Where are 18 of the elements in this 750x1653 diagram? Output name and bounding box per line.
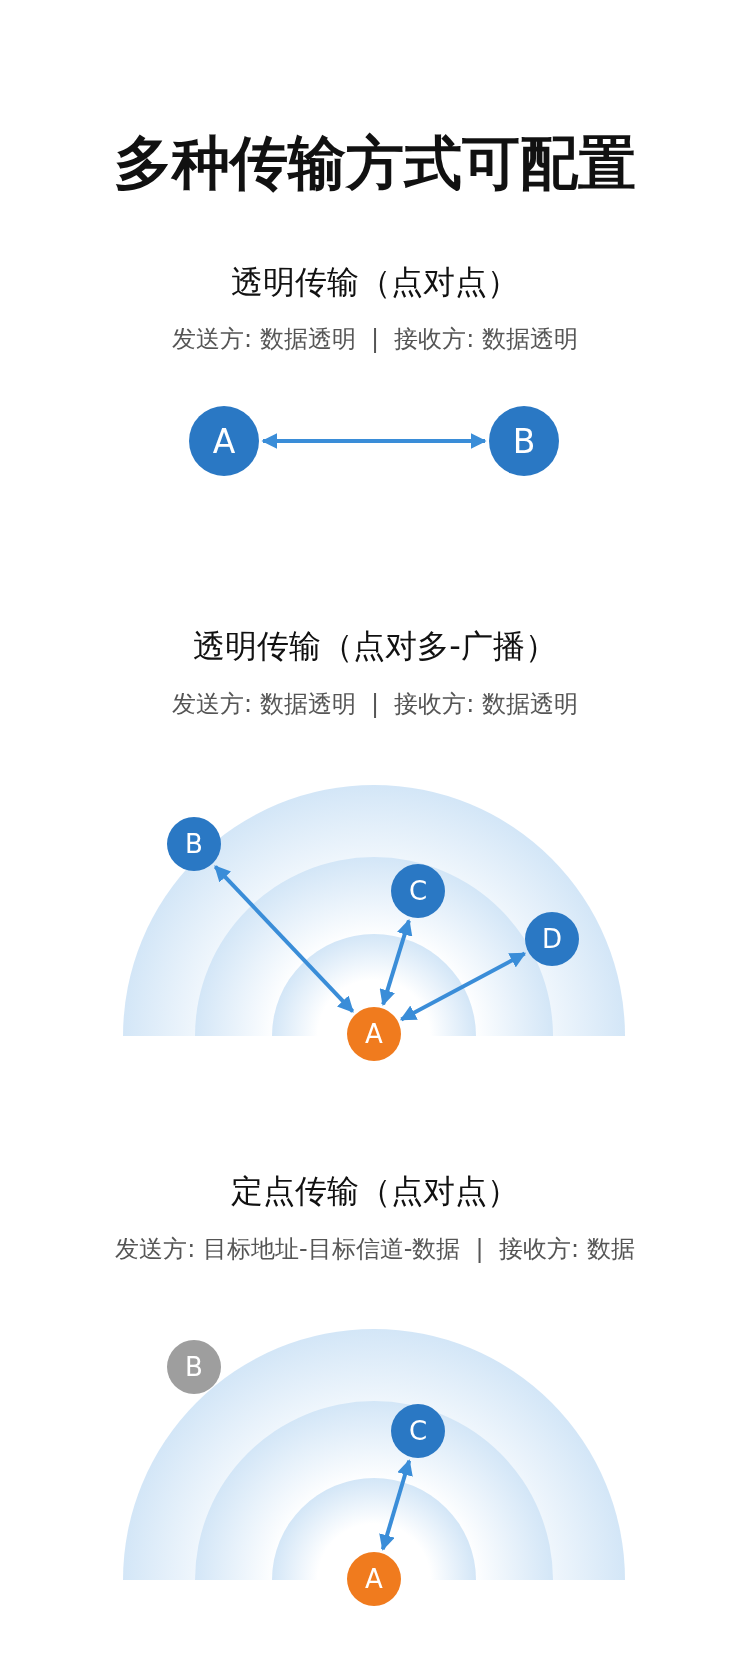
section-description: 发送方: 数据透明 | 接收方: 数据透明 [171,324,579,356]
section-heading: 定点传输（点对点） [230,1170,520,1212]
double-arrow [379,1459,413,1551]
section-heading: 透明传输（点对点） [230,261,520,303]
section-description: 发送方: 数据透明 | 接收方: 数据透明 [171,689,579,721]
node-circle: A [347,1007,401,1061]
node-circle: B [167,1340,221,1394]
section-heading: 透明传输（点对多-广播） [192,625,558,667]
section-description: 发送方: 目标地址-目标信道-数据 | 接收方: 数据 [114,1234,636,1266]
node-circle: A [189,406,259,476]
double-arrow [213,865,355,1013]
node-circle: A [347,1552,401,1606]
double-arrow [399,951,527,1022]
double-arrow [261,433,487,449]
page-title: 多种传输方式可配置 [113,128,637,199]
node-circle: B [489,406,559,476]
node-circle: B [167,817,221,871]
double-arrow [379,919,413,1006]
